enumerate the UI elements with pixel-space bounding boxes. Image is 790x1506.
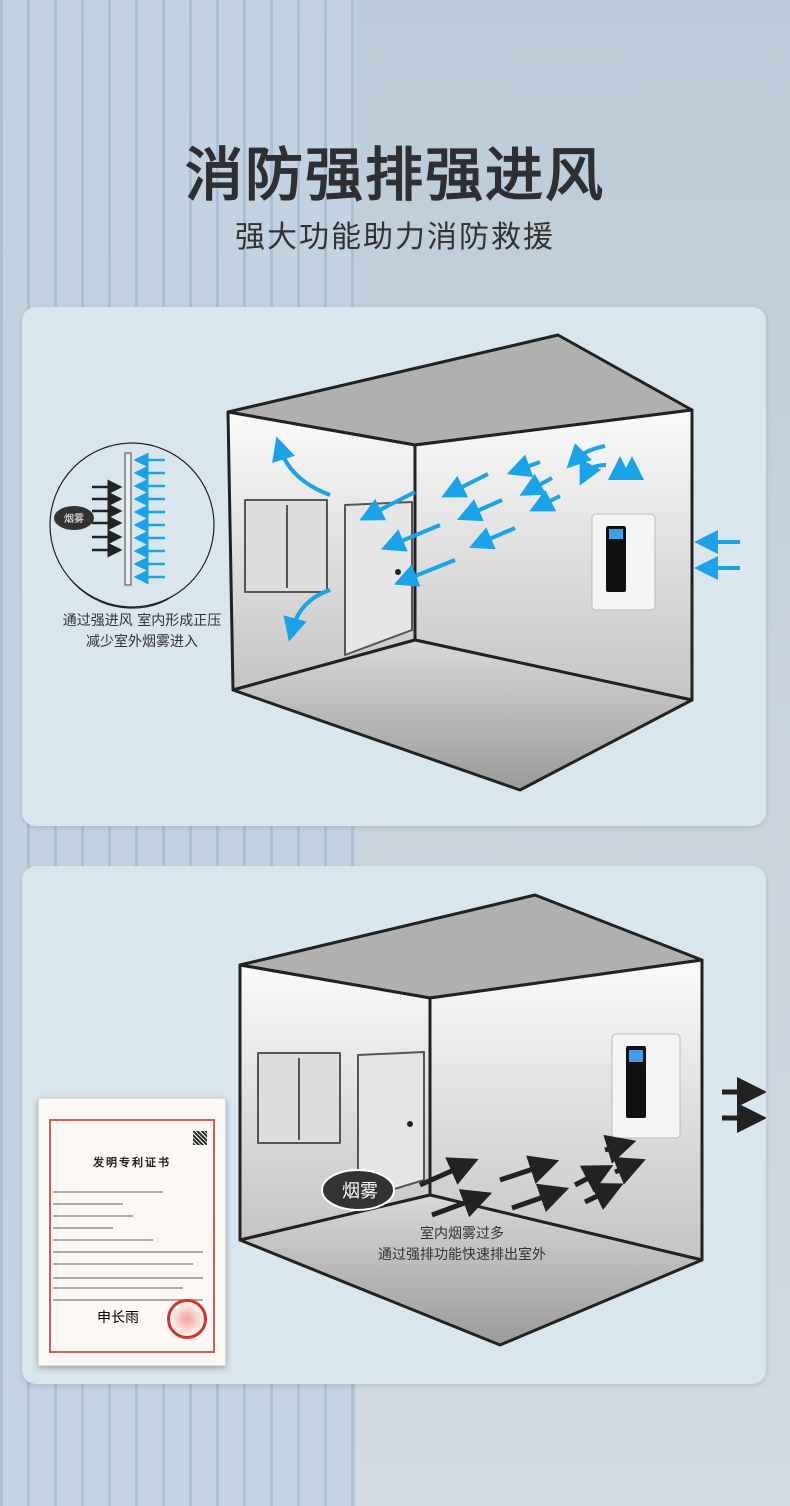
positive-pressure-panel: 烟雾 通过强进风 室内形成正压 减少室外烟雾进入 xyxy=(22,307,766,826)
qr-code-icon xyxy=(193,1131,207,1145)
zoom-bubble: 烟雾 xyxy=(49,442,215,609)
room-illustration-exhaust: 烟雾 xyxy=(238,893,766,1347)
patent-certificate: 发明专利证书 申长雨 xyxy=(38,1098,226,1366)
certificate-title: 发明专利证书 xyxy=(93,1156,171,1169)
blue-airflow-arrows xyxy=(272,436,740,642)
exhaust-caption: 室内烟雾过多 通过强排功能快速排出室外 xyxy=(352,1224,572,1266)
black-exhaust-arrows xyxy=(418,1077,766,1218)
smoke-cloud-icon xyxy=(54,506,94,530)
room-illustration-intake: 烟雾 xyxy=(49,333,740,792)
caption-line: 减少室外烟雾进入 xyxy=(86,634,198,650)
caption-line: 通过强进风 室内形成正压 xyxy=(62,613,222,629)
page-title: 消防强排强进风 xyxy=(184,141,605,209)
caption-line: 通过强排功能快速排出室外 xyxy=(378,1247,546,1263)
page-subtitle: 强大功能助力消防救援 xyxy=(235,220,555,255)
door xyxy=(344,501,413,656)
floor xyxy=(231,638,694,792)
intake-caption: 通过强进风 室内形成正压 减少室外烟雾进入 xyxy=(42,611,242,653)
caption-line: 室内烟雾过多 xyxy=(420,1226,504,1242)
official-seal-icon xyxy=(167,1299,207,1339)
signature: 申长雨 xyxy=(97,1310,139,1326)
door-knob xyxy=(395,569,401,575)
smoke-cloud-icon xyxy=(321,1169,395,1211)
smoke-label: 烟雾 xyxy=(342,1181,378,1202)
smoke-label: 烟雾 xyxy=(64,512,84,525)
